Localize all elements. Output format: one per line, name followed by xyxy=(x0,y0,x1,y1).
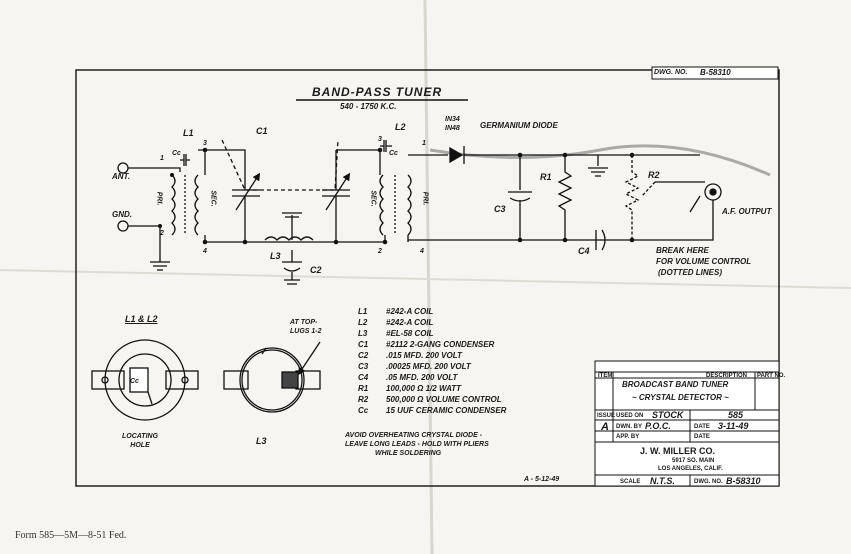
c3-capacitor xyxy=(508,155,532,240)
label-pri-2: PRI. xyxy=(421,191,429,206)
warning-line-2: LEAVE LONG LEADS - HOLD WITH PLIERS xyxy=(345,441,489,448)
label-c4: C4 xyxy=(578,246,590,256)
tb-address-1: 5917 SO. MAIN xyxy=(672,458,715,464)
tb-issue: A xyxy=(601,421,609,433)
cc-on-coil-form: Cc xyxy=(130,378,139,385)
af-output-label: A.F. OUTPUT xyxy=(722,207,772,216)
tb-address-2: LOS ANGELES, CALIF. xyxy=(658,466,723,472)
gnd-label: GND. xyxy=(112,210,132,219)
parts-row: C4.05 MFD. 200 VOLT xyxy=(358,373,458,382)
l3-bottom-label: L3 xyxy=(256,436,267,446)
tb-scale: N.T.S. xyxy=(650,476,675,486)
label-cc-left: Cc xyxy=(172,150,181,157)
circuit-wiring xyxy=(117,139,722,285)
pin-1-l1: 1 xyxy=(160,155,164,162)
label-c2: C2 xyxy=(310,265,322,275)
dwg-no-top: B-58310 xyxy=(700,68,731,77)
label-r1: R1 xyxy=(540,172,552,182)
tb-used-on: STOCK xyxy=(652,410,684,420)
dotted-lines-label: (DOTTED LINES) xyxy=(658,268,722,277)
tb-app-by-label: APP. BY xyxy=(616,434,640,440)
tb-part-no-label: PART NO. xyxy=(757,373,786,379)
germanium-diode xyxy=(449,146,464,164)
tb-issue-label: ISSUE xyxy=(597,413,616,419)
l1-secondary-coil xyxy=(194,174,199,236)
label-pri-1: PRI. xyxy=(155,191,163,206)
tb-dwg-no: B-58310 xyxy=(726,476,761,486)
label-r2: R2 xyxy=(648,170,660,180)
coil-form-drawing-l1-l2 xyxy=(91,339,199,421)
title-block xyxy=(594,360,780,487)
label-c3: C3 xyxy=(494,204,506,214)
tb-company: J. W. MILLER CO. xyxy=(640,446,716,456)
label-l3: L3 xyxy=(270,251,281,261)
dwg-no-label-top: DWG. NO. xyxy=(654,69,688,76)
parts-row: C2.015 MFD. 200 VOLT xyxy=(358,351,462,360)
l2-secondary-coil xyxy=(379,174,384,236)
l1-primary-coil xyxy=(171,174,176,236)
locating-hole-label: LOCATING HOLE xyxy=(122,433,159,449)
ant-label: ANT. xyxy=(112,172,131,181)
parts-row: C1#2112 2-GANG CONDENSER xyxy=(358,340,495,349)
coil-form-drawing-l3 xyxy=(223,341,321,413)
l3-coil xyxy=(264,236,314,241)
dwg-no-box-top xyxy=(651,66,779,80)
diode-label: GERMANIUM DIODE xyxy=(480,121,558,130)
tb-date-label: DATE xyxy=(694,424,710,430)
parts-row: L3#EL-58 COIL xyxy=(358,329,434,338)
label-l2: L2 xyxy=(395,122,406,132)
tb-date: 3-11-49 xyxy=(718,421,749,431)
tb-used-on-label: USED ON xyxy=(616,413,644,419)
pin-1-l2: 1 xyxy=(422,140,426,147)
tb-dwn-by-label: DWN. BY xyxy=(616,424,642,430)
label-sec-1: SEC. xyxy=(209,190,217,207)
form-number: Form 585—5M—8-51 Fed. xyxy=(15,530,127,541)
tb-dwn-by: P.O.C. xyxy=(645,421,671,431)
revision-mark: A - 5-12-49 xyxy=(524,476,560,483)
l2-primary-coil xyxy=(407,174,412,236)
fold-line-vertical xyxy=(423,0,434,554)
tear-mark xyxy=(429,144,771,177)
label-cc-right: Cc xyxy=(389,150,398,157)
parts-row: C3.00025 MFD. 200 VOLT xyxy=(358,362,471,371)
warning-line-3: WHILE SOLDERING xyxy=(375,450,442,457)
tb-description-line1: BROADCAST BAND TUNER xyxy=(622,380,729,389)
fold-line-horizontal xyxy=(0,269,851,289)
pin-3-l1: 3 xyxy=(203,140,207,147)
drawing-border xyxy=(75,69,780,487)
pin-3-l2: 3 xyxy=(378,136,382,143)
tb-used-on-code: 585 xyxy=(728,410,744,420)
r1-resistor xyxy=(557,155,573,240)
c4-capacitor xyxy=(595,229,606,251)
junction-dots xyxy=(158,147,635,245)
coil-bottom-title: L1 & L2 xyxy=(125,314,158,324)
for-volume-label: FOR VOLUME CONTROL xyxy=(656,257,752,266)
label-sec-2: SEC. xyxy=(369,190,377,207)
diode-types: IN34 IN48 xyxy=(445,116,460,132)
drawing-title: BAND-PASS TUNER xyxy=(312,85,443,99)
tb-description-label: DESCRIPTION xyxy=(706,373,748,379)
tb-scale-label: SCALE xyxy=(620,479,641,485)
pin-2-l1: 2 xyxy=(160,230,164,237)
tb-description-line2: ~ CRYSTAL DETECTOR ~ xyxy=(632,393,729,402)
warning-line-1: AVOID OVERHEATING CRYSTAL DIODE - xyxy=(345,432,483,439)
pin-2-l2: 2 xyxy=(378,248,382,255)
at-top-lugs-label: AT TOP- LUGS 1-2 xyxy=(290,319,322,335)
tb-item-label: ITEM xyxy=(598,373,613,379)
tb-date-label-2: DATE xyxy=(694,434,710,440)
pin-4-l1: 4 xyxy=(203,248,207,255)
label-c1: C1 xyxy=(256,126,268,136)
parts-row: L2#242-A COIL xyxy=(358,318,434,327)
break-here-label: BREAK HERE xyxy=(656,246,709,255)
label-l1: L1 xyxy=(183,128,194,138)
tb-dwg-no-label: DWG. NO. xyxy=(694,479,723,485)
frequency-range: 540 - 1750 K.C. xyxy=(340,102,397,111)
pin-4-l2: 4 xyxy=(420,248,424,255)
parts-row: L1#242-A COIL xyxy=(358,307,434,316)
r2-volume-control xyxy=(624,155,640,240)
